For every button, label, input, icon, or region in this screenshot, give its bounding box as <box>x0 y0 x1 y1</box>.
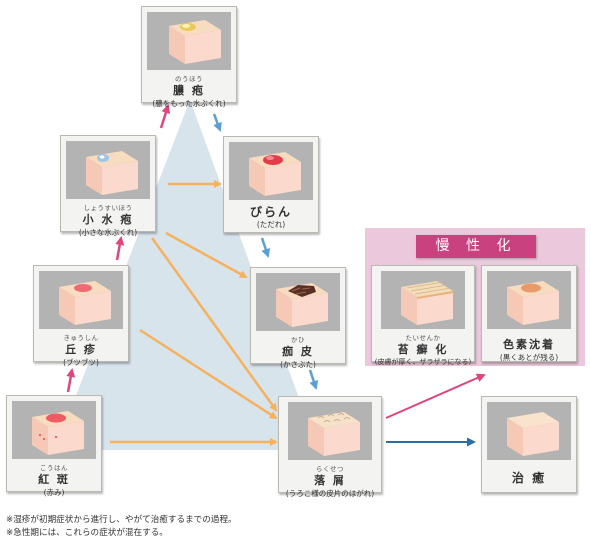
shosuiho-image <box>66 141 150 199</box>
node-kohan: こうはん 紅 斑 (赤み) <box>6 395 102 497</box>
shosuiho-ruby: しょうすいほう <box>83 204 133 212</box>
rakusetsu-ruby: らくせつ <box>316 465 344 473</box>
shikiso-desc: (黒くあとが残る) <box>499 353 559 362</box>
biran-desc: (ただれ) <box>256 220 286 229</box>
rakusetsu-desc: (うろこ様の皮片のはがれ) <box>285 489 375 498</box>
kohan-image <box>12 401 96 459</box>
rakusetsu-name: 落 屑 <box>314 474 346 487</box>
kahi-name: 痂 皮 <box>282 345 314 358</box>
noho-ruby: のうほう <box>175 75 203 83</box>
biran-name: びらん <box>249 205 292 219</box>
node-shikiso: 色素沈着 (黒くあとが残る) <box>481 265 577 362</box>
taisenka-image <box>381 271 465 329</box>
arrow-biran-kahi <box>260 237 271 258</box>
kyushin-ruby: きゅうしん <box>63 334 99 342</box>
chronic-label: 慢 性 化 <box>416 235 536 258</box>
rakusetsu-image <box>288 402 372 460</box>
arrow-shosuiho-kahi <box>165 231 248 279</box>
noho-desc: (膿をもった水ぶくれ) <box>152 99 226 108</box>
kahi-image <box>256 273 340 331</box>
node-rakusetsu: らくせつ 落 屑 (うろこ様の皮片のはがれ) <box>278 396 382 498</box>
noho-image <box>147 12 231 70</box>
node-kahi: かひ 痂 皮 (かさぶた) <box>250 267 346 369</box>
arrow-rakusetsu-chronic <box>385 373 486 419</box>
node-biran: びらん (ただれ) <box>223 136 319 233</box>
node-kyushin: きゅうしん 丘 疹 (ブツブツ) <box>33 265 129 367</box>
kohan-name: 紅 斑 <box>38 473 70 486</box>
kyushin-desc: (ブツブツ) <box>63 358 99 367</box>
arrow-noho-biran <box>212 113 222 132</box>
taisenka-desc: (皮膚が厚く、ザラザラになる) <box>374 358 472 366</box>
arrow-shosuiho-noho <box>159 104 171 129</box>
taisenka-name: 苔 癬 化 <box>397 343 449 356</box>
footnote-2: ※急性期には、これらの症状が混在する。 <box>6 528 168 538</box>
shosuiho-desc: (小さな水ぶくれ) <box>78 228 138 237</box>
taisenka-ruby: たいせんか <box>405 334 441 342</box>
kohan-desc: (赤み) <box>43 488 65 497</box>
node-chiyu: 治 癒 <box>481 396 577 493</box>
biran-image <box>229 142 313 200</box>
kahi-ruby: かひ <box>291 336 305 344</box>
kohan-ruby: こうはん <box>40 464 68 472</box>
node-taisenka: たいせんか 苔 癬 化 (皮膚が厚く、ザラザラになる) <box>371 265 475 366</box>
kyushin-name: 丘 疹 <box>65 343 97 356</box>
node-shosuiho: しょうすいほう 小 水 疱 (小さな水ぶくれ) <box>60 135 156 237</box>
arrow-shosuiho-rakusetsu <box>150 237 278 412</box>
chiyu-name: 治 癒 <box>511 471 547 485</box>
footnote-1: ※湿疹が初期症状から進行し、やがて治癒するまでの過程。 <box>6 515 237 525</box>
kahi-desc: (かさぶた) <box>280 360 316 369</box>
arrow-kyushin-rakusetsu <box>139 328 278 420</box>
shosuiho-name: 小 水 疱 <box>82 213 134 226</box>
node-noho: のうほう 膿 疱 (膿をもった水ぶくれ) <box>141 6 237 108</box>
shikiso-image <box>487 271 571 329</box>
kyushin-image <box>39 271 123 329</box>
chiyu-image <box>487 402 571 460</box>
arrow-kyushin-shosuiho <box>115 236 125 261</box>
shikiso-name: 色素沈着 <box>503 338 555 351</box>
arrow-kahi-rakusetsu <box>308 369 319 390</box>
noho-name: 膿 疱 <box>173 84 205 97</box>
arrow-kohan-kyushin <box>66 368 76 393</box>
